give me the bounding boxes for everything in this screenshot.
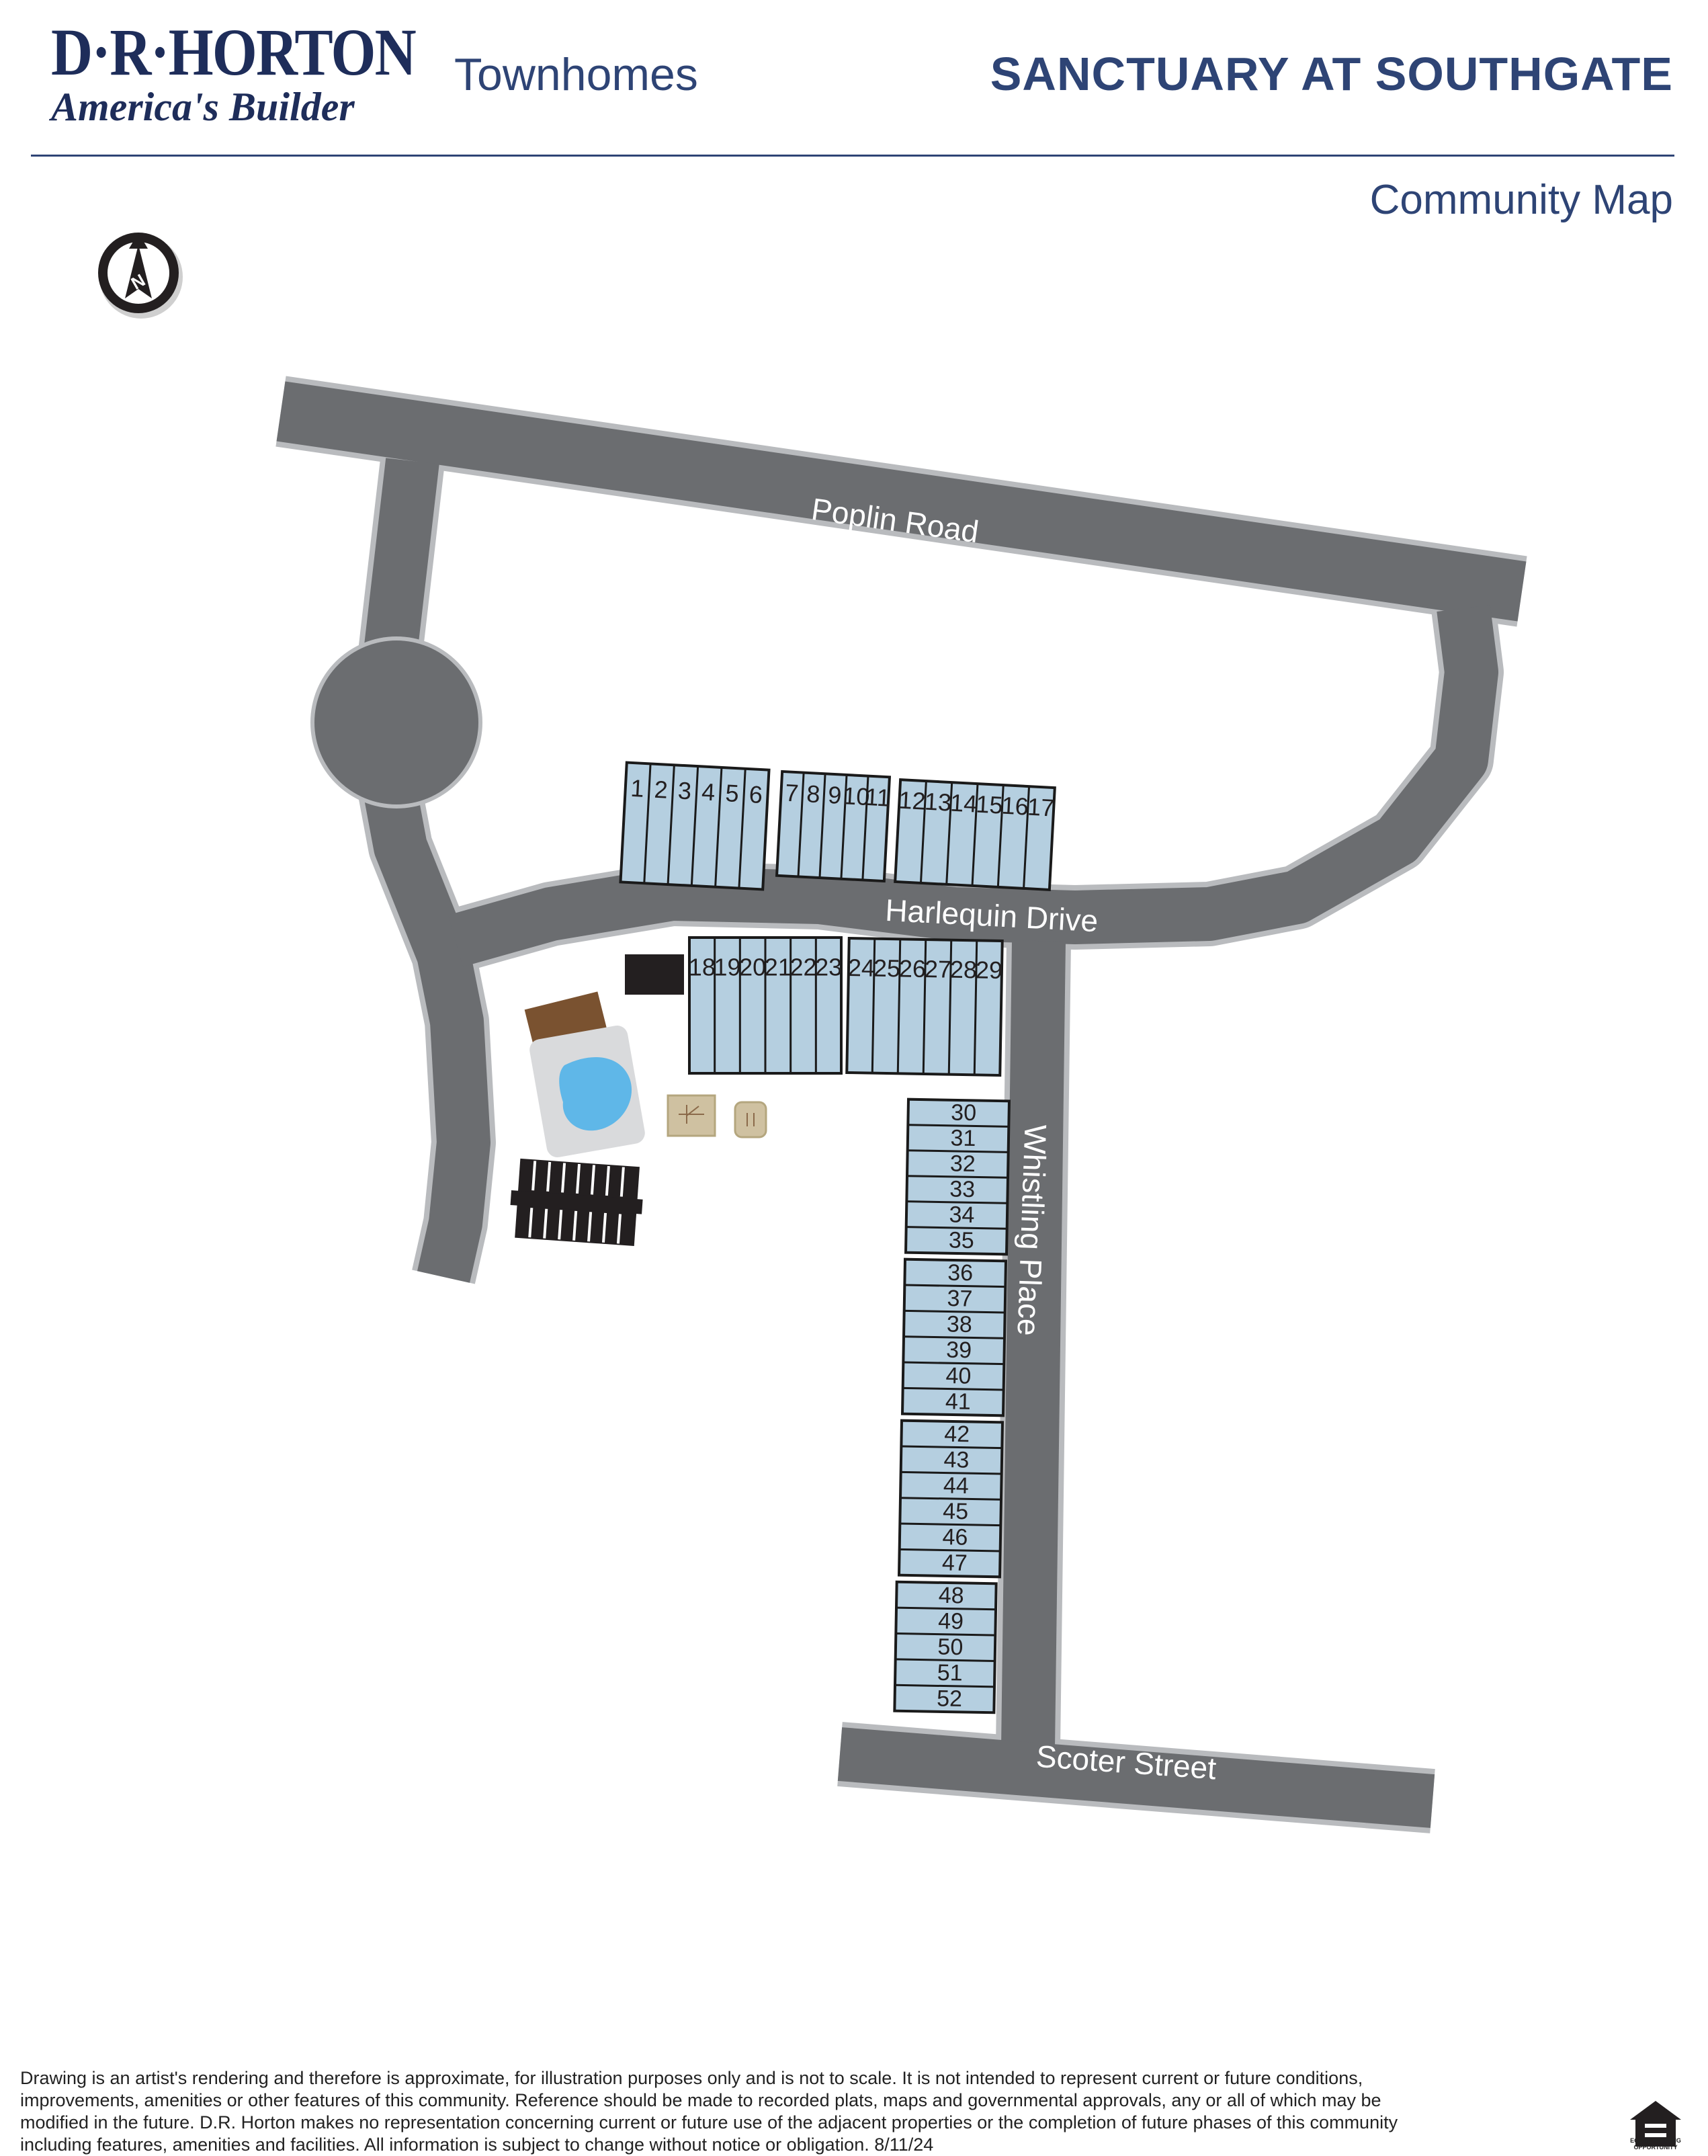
lot-number: 38: [947, 1311, 972, 1337]
lot-number: 47: [942, 1550, 968, 1576]
lot-number: 40: [945, 1363, 971, 1389]
lot-number: 1: [630, 774, 644, 802]
lot-number: 50: [937, 1634, 963, 1661]
lot-number: 25: [873, 954, 901, 983]
lot-number: 18: [689, 954, 716, 981]
lot-number: 42: [944, 1421, 970, 1448]
lot-number: 41: [945, 1388, 971, 1415]
lot-number: 9: [827, 781, 842, 809]
equal-housing-opportunity-icon: [1630, 2101, 1681, 2147]
lot-number: 8: [806, 780, 820, 808]
lot-number: 49: [938, 1608, 964, 1634]
road-whistling: [1001, 940, 1066, 1748]
header-divider: [31, 155, 1674, 157]
lot-number: 46: [942, 1524, 968, 1550]
lot-number: 24: [848, 954, 876, 982]
clubhouse-building: [625, 954, 684, 995]
disclaimer-text: Drawing is an artist's rendering and the…: [20, 2068, 1398, 2155]
lot-number: 23: [815, 954, 842, 981]
lot-number: 43: [943, 1447, 969, 1473]
lot-number: 30: [951, 1100, 976, 1126]
lot-number: 19: [714, 954, 740, 981]
lot-number: 34: [949, 1202, 974, 1228]
road-harlequin: [448, 604, 1498, 967]
lot-number: 20: [739, 954, 766, 981]
road-poplin: [276, 381, 1527, 622]
lot-number: 28: [950, 956, 978, 984]
amenity-mailbox: [734, 1101, 767, 1138]
lot-number: 3: [677, 776, 692, 804]
equal-housing-label: EQUAL HOUSING OPPORTUNITY: [1630, 2137, 1681, 2151]
road-west-loop: [353, 458, 490, 1283]
amenity-playground: [667, 1094, 716, 1137]
lot-number: 26: [899, 954, 927, 983]
lot-number: 39: [946, 1337, 972, 1364]
lot-number: 35: [949, 1227, 974, 1253]
lot-number: 31: [950, 1125, 976, 1151]
lot-number: 21: [765, 954, 792, 981]
lot-number: 16: [1001, 792, 1029, 821]
lot-number: 2: [654, 776, 669, 804]
lot-number: 13: [924, 788, 952, 817]
lot-number: 17: [1027, 793, 1055, 822]
parking-lot: [510, 1158, 643, 1246]
community-name: SANCTUARY AT SOUTHGATE: [990, 48, 1673, 100]
lot-number: 27: [925, 955, 952, 983]
lot-number: 51: [937, 1660, 962, 1686]
road-scoter: [837, 1727, 1435, 1828]
brand-tagline: America's Builder: [51, 85, 355, 129]
lot-number: 22: [789, 954, 816, 981]
brand-logo: D·R·HORTON: [51, 15, 417, 89]
lot-number: 15: [975, 790, 1003, 819]
lot-number: 33: [949, 1176, 975, 1202]
lot-number: 7: [784, 779, 799, 807]
lot-number: 14: [949, 789, 978, 818]
lot-number: 36: [947, 1260, 973, 1286]
map-title: Community Map: [1369, 177, 1673, 223]
north-arrow-icon: N: [98, 233, 183, 319]
roundabout: [314, 640, 478, 804]
pool: [559, 1057, 632, 1131]
lot-number: 6: [749, 780, 763, 809]
lot-number: 11: [865, 783, 891, 812]
lot-number: 45: [943, 1499, 968, 1525]
lot-number: 52: [937, 1686, 962, 1712]
lot-number: 48: [939, 1583, 964, 1609]
street-label-whistling: Whistling Place: [1011, 1124, 1054, 1337]
lot-number: 4: [701, 778, 716, 806]
lot-number: 37: [947, 1286, 972, 1312]
lot-number: 29: [976, 956, 1003, 984]
lot-number: 5: [725, 779, 740, 807]
lot-number: 12: [898, 786, 927, 815]
product-type: Townhomes: [454, 49, 698, 100]
lot-number: 32: [950, 1151, 976, 1177]
lot-number: 44: [943, 1473, 969, 1499]
